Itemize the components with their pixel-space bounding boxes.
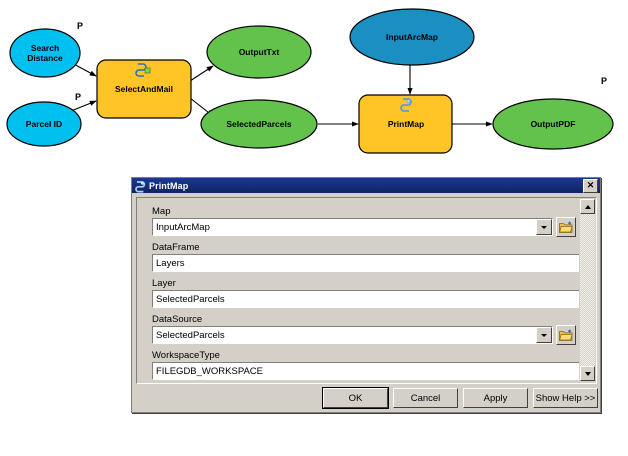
dataframe-value: Layers bbox=[156, 257, 185, 269]
datasource-input[interactable]: SelectedParcels bbox=[152, 326, 553, 344]
dialog-vertical-scrollbar[interactable] bbox=[580, 199, 595, 381]
model-node-print-map bbox=[358, 94, 453, 154]
dialog-button-bar: OK Cancel Apply Show Help >> bbox=[132, 384, 600, 412]
model-node-output-txt bbox=[206, 25, 312, 79]
model-node-output-pdf bbox=[492, 98, 614, 150]
field-group-datasource: DataSource SelectedParcels bbox=[152, 307, 576, 345]
parameter-flag-output-pdf: P bbox=[601, 76, 608, 86]
connector-selectandmail-to-outputtxt bbox=[189, 65, 214, 82]
field-group-workspacetype: WorkspaceType FILEGDB_WORKSPACE bbox=[152, 343, 579, 380]
workspacetype-value: FILEGDB_WORKSPACE bbox=[156, 365, 263, 377]
printmap-dialog: PrintMap ✕ Map InputArcMap bbox=[131, 177, 601, 413]
datasource-browse-folder-icon[interactable] bbox=[556, 325, 576, 345]
scrollbar-track[interactable] bbox=[580, 214, 595, 366]
scroll-down-arrow-icon[interactable] bbox=[580, 366, 595, 381]
field-label-workspacetype: WorkspaceType bbox=[152, 350, 220, 361]
layer-input[interactable]: SelectedParcels bbox=[152, 290, 579, 308]
field-label-datasource: DataSource bbox=[152, 314, 203, 325]
scroll-up-arrow-icon[interactable] bbox=[580, 199, 595, 214]
dialog-scroll-area: Map InputArcMap bbox=[136, 197, 597, 384]
script-tool-icon bbox=[134, 180, 146, 192]
model-node-search-distance bbox=[9, 28, 81, 78]
apply-button[interactable]: Apply bbox=[463, 388, 528, 408]
close-icon[interactable]: ✕ bbox=[583, 178, 598, 193]
field-label-dataframe: DataFrame bbox=[152, 242, 200, 253]
workspacetype-input[interactable]: FILEGDB_WORKSPACE bbox=[152, 362, 579, 380]
field-group-layer: Layer SelectedParcels bbox=[152, 271, 579, 308]
parameter-flag-parcel-id: P bbox=[75, 92, 82, 102]
field-label-map: Map bbox=[152, 206, 171, 217]
map-value: InputArcMap bbox=[156, 221, 210, 233]
map-browse-folder-icon[interactable] bbox=[556, 217, 576, 237]
model-node-selected-parcels bbox=[200, 99, 318, 149]
field-label-layer: Layer bbox=[152, 278, 176, 289]
datasource-value: SelectedParcels bbox=[156, 329, 225, 341]
dialog-title: PrintMap bbox=[149, 180, 189, 191]
model-node-parcel-id bbox=[6, 101, 82, 147]
layer-value: SelectedParcels bbox=[156, 293, 225, 305]
dialog-fields: Map InputArcMap bbox=[138, 199, 579, 381]
cancel-button[interactable]: Cancel bbox=[393, 388, 458, 408]
dialog-titlebar[interactable]: PrintMap ✕ bbox=[132, 178, 600, 193]
field-group-map: Map InputArcMap bbox=[152, 199, 576, 237]
map-dropdown-chevron-down-icon[interactable] bbox=[536, 219, 552, 235]
field-group-dataframe: DataFrame Layers bbox=[152, 235, 579, 272]
dataframe-input[interactable]: Layers bbox=[152, 254, 579, 272]
datasource-dropdown-chevron-down-icon[interactable] bbox=[536, 327, 552, 343]
map-input[interactable]: InputArcMap bbox=[152, 218, 553, 236]
show-help-button[interactable]: Show Help >> bbox=[533, 388, 598, 408]
model-node-select-and-mail bbox=[96, 59, 192, 119]
script-icon-printmap bbox=[400, 98, 412, 112]
parameter-flag-search-distance: P bbox=[77, 21, 84, 31]
model-diagram-canvas: Search Distance Parcel ID SelectAndMail … bbox=[0, 0, 628, 172]
script-icon-selectandmail bbox=[135, 63, 151, 77]
ok-button[interactable]: OK bbox=[322, 387, 389, 409]
model-node-input-arcmap bbox=[349, 8, 475, 66]
